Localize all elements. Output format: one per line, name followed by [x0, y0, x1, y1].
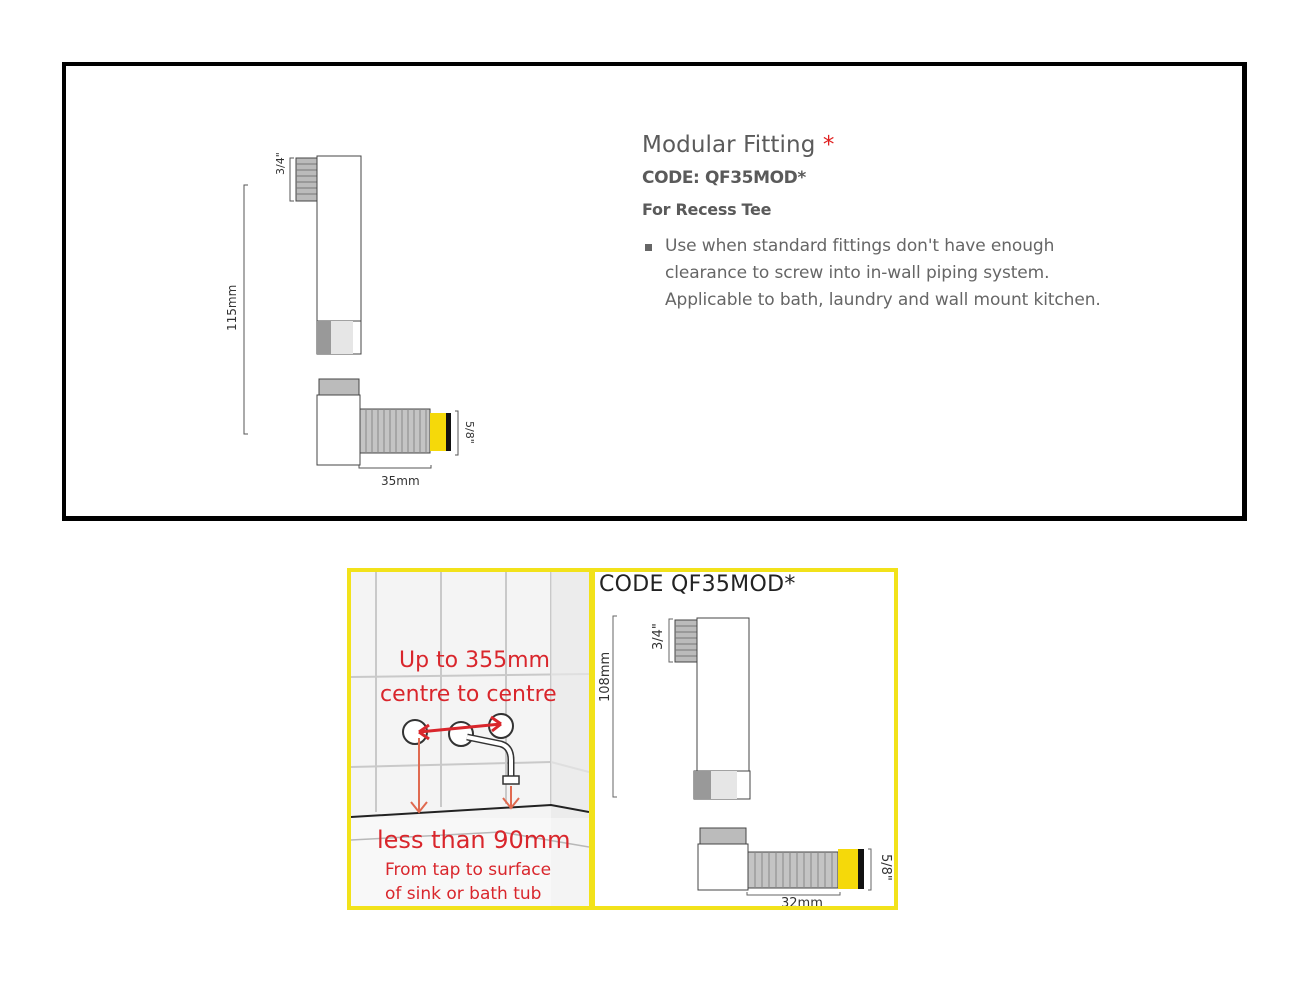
feature-list: Use when standard fittings don't have en…	[642, 233, 1162, 314]
product-info: Modular Fitting * CODE: QF35MOD* For Rec…	[642, 132, 1162, 314]
installation-banner: Up to 355mm centre to centre less than 9…	[347, 568, 898, 910]
clearance-line-1: From tap to surface	[385, 860, 552, 880]
banner-length-label: 32mm	[781, 896, 823, 910]
product-title: Modular Fitting *	[642, 132, 1162, 158]
product-card: 3/4" 115mm 5/8" 35mm Modular Fitting * C…	[62, 62, 1247, 521]
banner-code-heading: CODE QF35MOD*	[599, 572, 796, 597]
bullet-line: Applicable to bath, laundry and wall mou…	[665, 290, 1101, 310]
length-label: 35mm	[381, 474, 420, 488]
spacing-line-1: Up to 355mm	[399, 648, 550, 673]
thread-side-label: 5/8"	[463, 421, 476, 444]
product-code: CODE: QF35MOD*	[642, 168, 806, 188]
banner-height-label: 108mm	[598, 651, 613, 702]
banner-thread-top-label: 3/4"	[651, 623, 666, 650]
product-subtitle: For Recess Tee	[642, 200, 772, 219]
thread-top-label: 3/4"	[274, 152, 287, 175]
spacing-line-2: centre to centre	[380, 682, 557, 707]
required-mark: *	[822, 132, 835, 158]
bullet-line: clearance to screw into in-wall piping s…	[665, 263, 1050, 283]
list-item: Use when standard fittings don't have en…	[642, 233, 1162, 314]
tap-installation-illustration: Up to 355mm centre to centre less than 9…	[351, 572, 589, 906]
bullet-line: Use when standard fittings don't have en…	[665, 236, 1055, 256]
bullet-square-icon	[645, 244, 652, 251]
fitting-spec-panel: CODE QF35MOD*	[595, 572, 894, 906]
product-title-text: Modular Fitting	[642, 132, 816, 158]
clearance-line-2: of sink or bath tub	[385, 884, 542, 904]
clearance-main: less than 90mm	[377, 826, 571, 854]
fitting-drawing-icon	[243, 155, 459, 469]
fitting-drawing-small-icon	[612, 615, 872, 896]
fitting-diagram: 3/4" 115mm 5/8" 35mm	[225, 151, 486, 491]
tiled-wall-tap-icon	[351, 572, 589, 906]
banner-thread-side-label: 5/8"	[878, 854, 893, 881]
panel-divider	[589, 572, 595, 906]
height-label: 115mm	[225, 284, 239, 331]
